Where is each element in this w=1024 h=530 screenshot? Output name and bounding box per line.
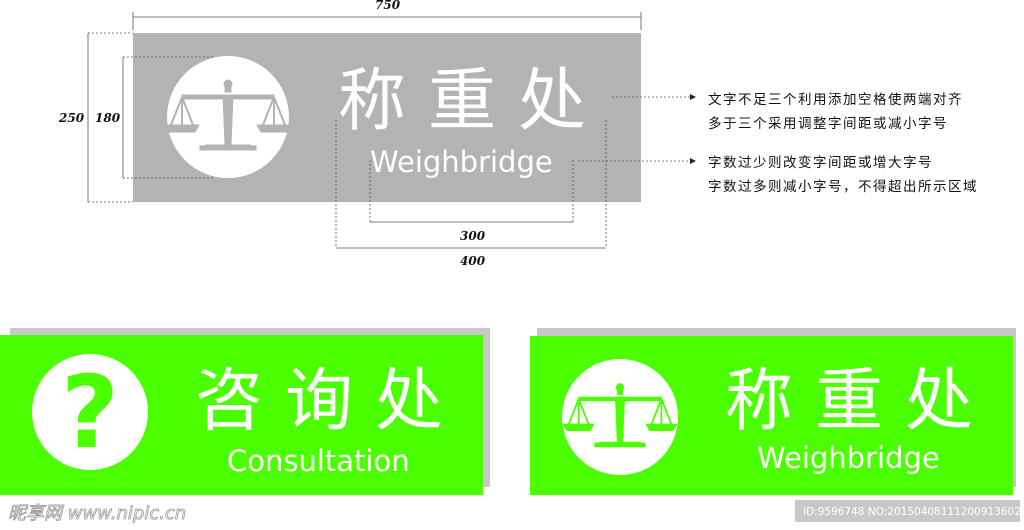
note-line: 字数过多则减小字号，不得超出所示区域 xyxy=(708,178,978,195)
dim-cn-width: 400 xyxy=(460,254,486,268)
dim-width: 750 xyxy=(375,0,401,12)
dim-en-width: 300 xyxy=(460,229,486,243)
arrow-icon xyxy=(690,94,696,100)
dim-inner-height: 180 xyxy=(95,111,121,125)
sign-title-cn: 称重处 xyxy=(725,362,995,441)
note-line: 多于三个采用调整字间距或减小字号 xyxy=(708,115,948,132)
question-mark-icon: ? xyxy=(61,354,119,471)
note-line: 文字不足三个利用添加空格使两端对齐 xyxy=(708,91,963,108)
sign-title-en: Weighbridge xyxy=(757,441,940,475)
spec-sign: 称重处 Weighbridge xyxy=(133,33,641,202)
arrow-icon xyxy=(690,158,696,164)
watermark-id-box xyxy=(795,500,1020,522)
note-line: 字数过少则改变字间距或增大字号 xyxy=(708,155,933,171)
watermark-logo: 昵享网 www.nipic.cn xyxy=(8,503,186,524)
dimension-lines xyxy=(87,12,690,249)
sign-weighbridge: 称重处 Weighbridge xyxy=(530,328,1016,495)
dim-height: 250 xyxy=(58,111,85,125)
sign-title-cn: 咨询处 xyxy=(195,362,465,441)
sign-consultation: ? 咨询处 Consultation xyxy=(0,328,490,495)
icon-circle xyxy=(32,354,148,470)
watermark-id: ID:9596748 NO:20150408111200913602 xyxy=(803,506,1021,518)
sign-title-en: Weighbridge xyxy=(370,145,553,179)
sign-title-en: Consultation xyxy=(227,444,410,478)
sign-title-cn: 称重处 xyxy=(338,62,608,141)
